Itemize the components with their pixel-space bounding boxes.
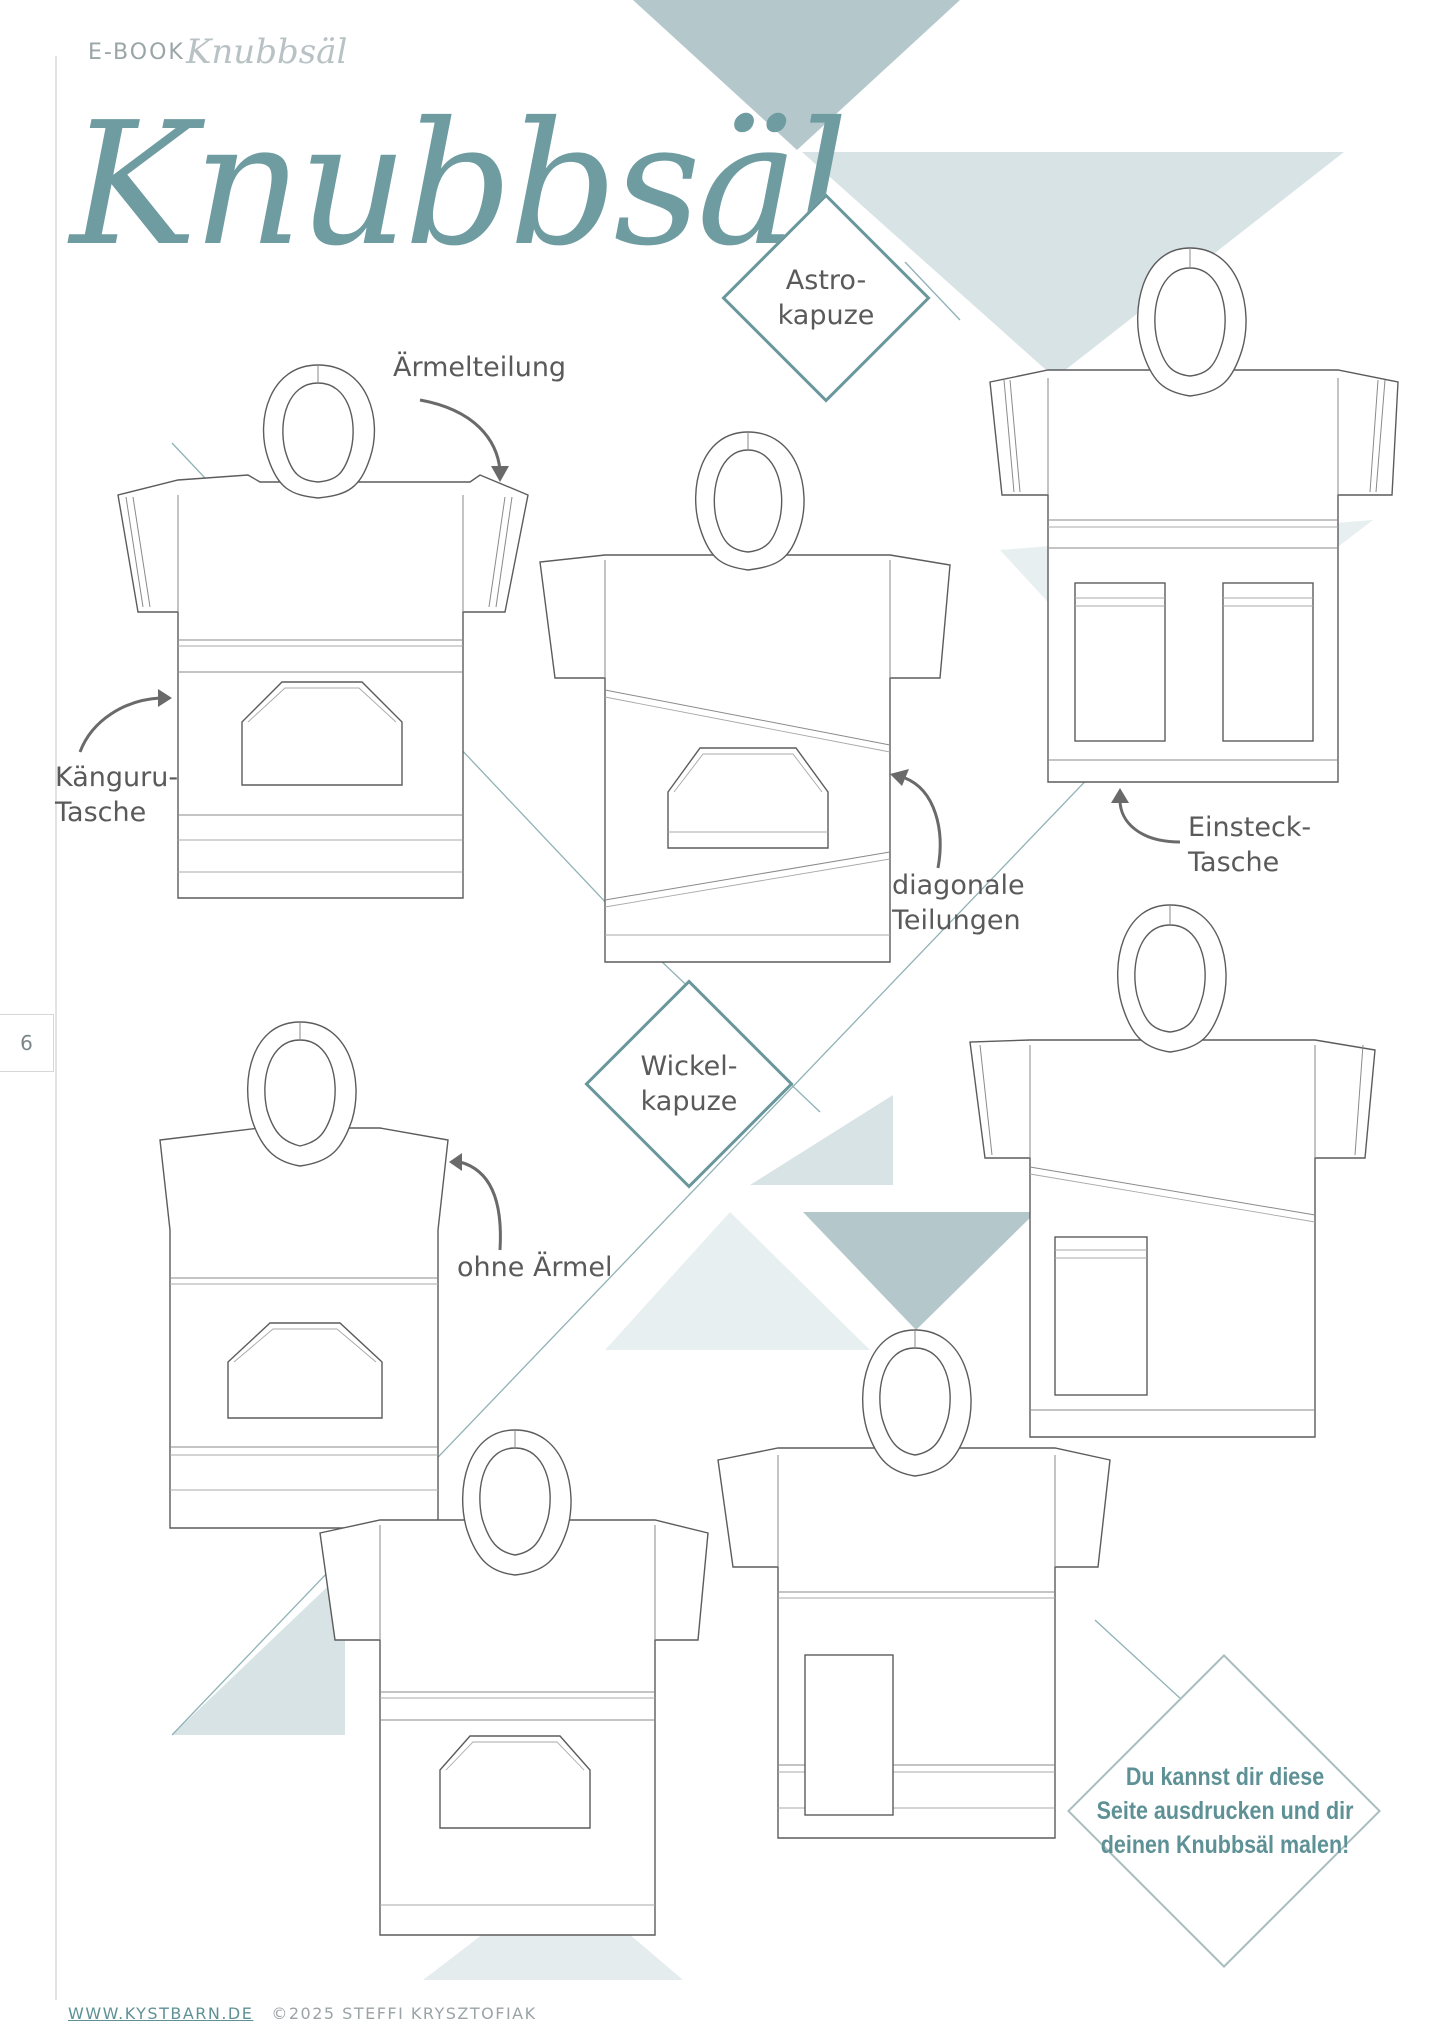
variant-astro-label: Astro- kapuze [777, 264, 875, 331]
footer: WWW.KYSTBARN.DE ©2025 STEFFI KRYSZTOFIAK [68, 2004, 537, 2023]
print-note: Du kannst dir diese Seite ausdrucken und… [1096, 1763, 1354, 1859]
ebook-label: E-BOOK [88, 40, 185, 65]
garment-ohne-aermel [159, 1021, 449, 1529]
annotation-arrows [78, 398, 1181, 1251]
variant-astro: Astro- kapuze [721, 193, 931, 403]
header: E-BOOK Knubbsäl [88, 32, 347, 72]
ebook-script-logo: Knubbsäl [186, 32, 348, 72]
page-number: 6 [0, 1014, 54, 1072]
garment-kaenguru [117, 364, 529, 899]
label-einsteck-tasche: Einsteck- Tasche [1188, 812, 1312, 879]
garment-wickel-einsteck [717, 1329, 1111, 1839]
label-ohne-aermel: ohne Ärmel [457, 1252, 613, 1283]
garment-einsteck [989, 247, 1399, 783]
label-aermelteilung: Ärmelteilung [393, 352, 567, 383]
variant-wickel: Wickel- kapuze [584, 979, 794, 1189]
label-diagonale-teilungen: diagonale Teilungen [892, 870, 1025, 937]
garment-wickel-kaenguru [319, 1429, 709, 1936]
garment-diagonal-einsteck [969, 904, 1376, 1438]
variant-wickel-label: Wickel- kapuze [640, 1050, 738, 1117]
garment-diagonal [539, 431, 951, 963]
label-kaenguru-tasche: Känguru- Tasche [55, 762, 179, 829]
copyright: ©2025 STEFFI KRYSZTOFIAK [271, 2004, 537, 2023]
website-link[interactable]: WWW.KYSTBARN.DE [68, 2004, 254, 2023]
page-title: Knubbsäl [70, 86, 849, 284]
